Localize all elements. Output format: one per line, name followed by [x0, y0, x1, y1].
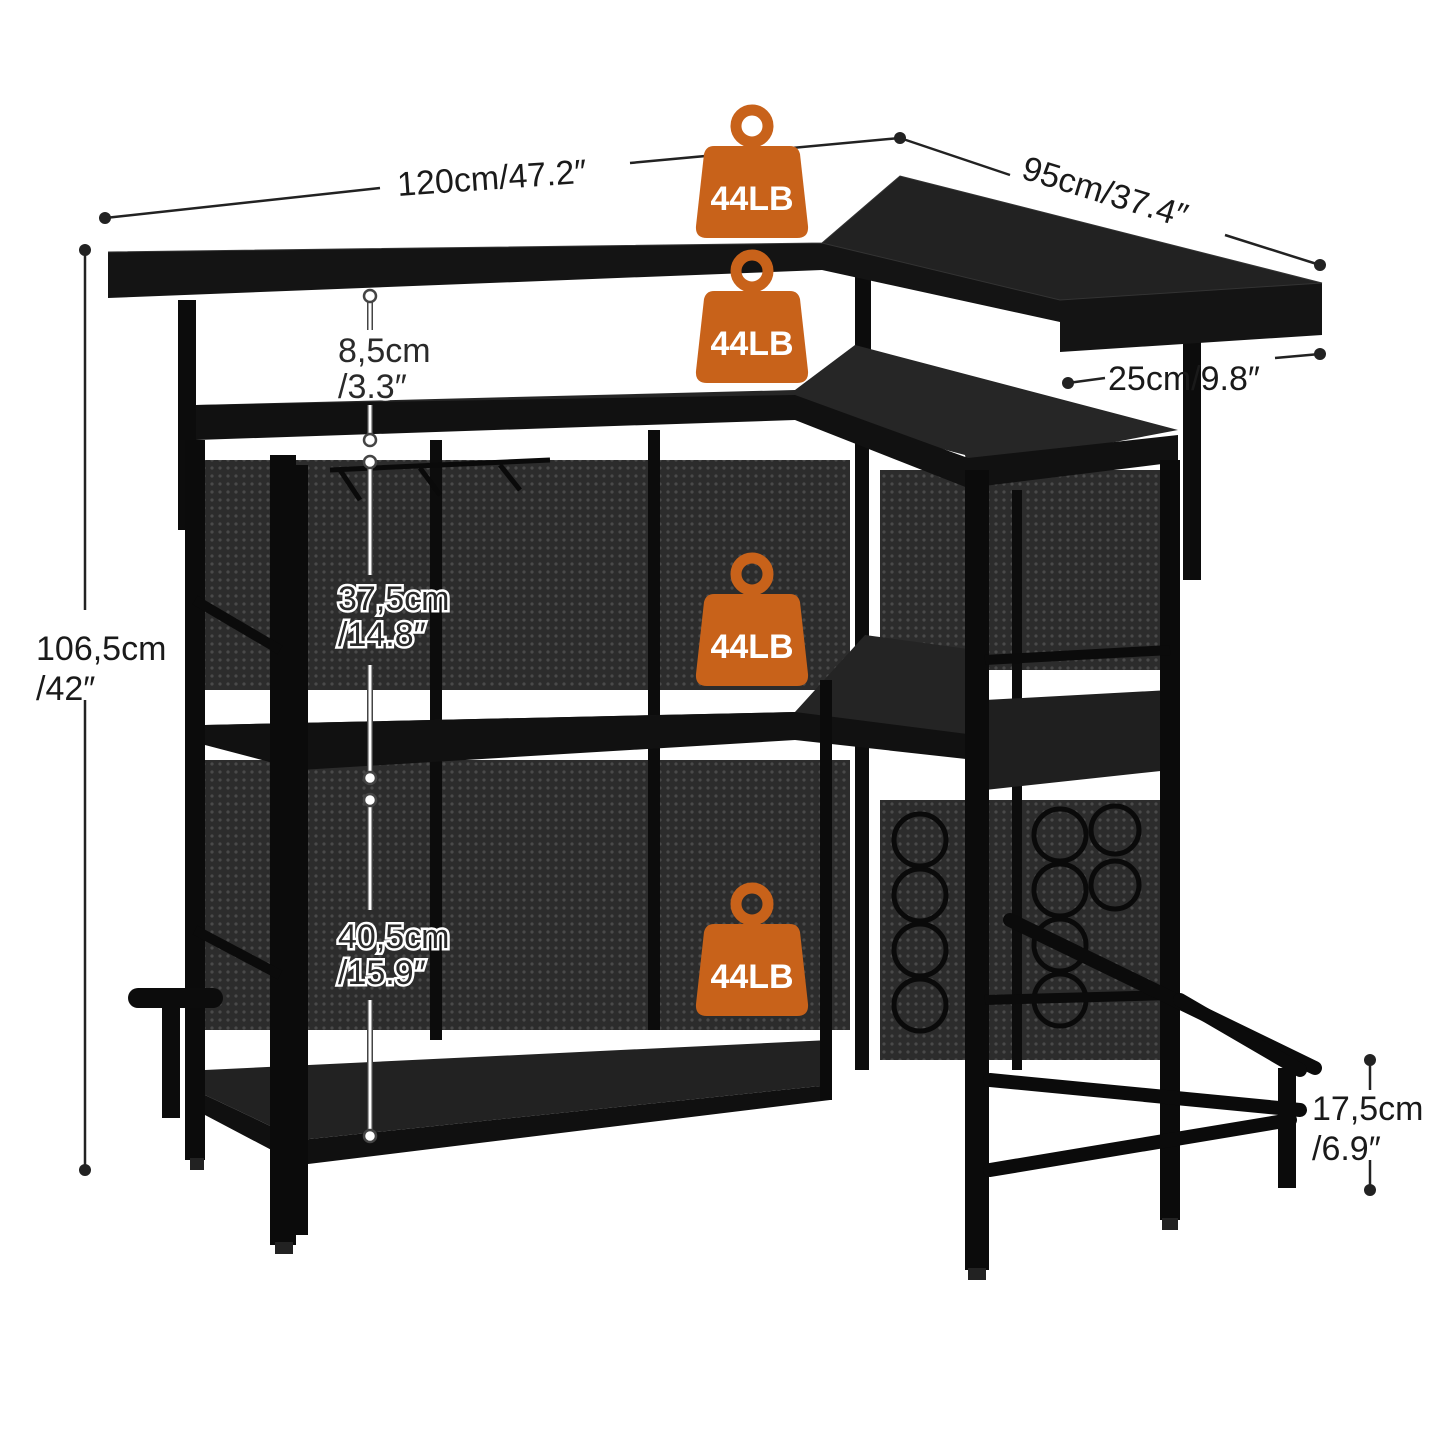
weight-badge-upper-shelf: 44LB — [696, 255, 808, 383]
footrest-height-label-in: /6.9″ — [1312, 1130, 1381, 1168]
right-footrest-leg — [1278, 1068, 1296, 1188]
top-gap-label-cm: 8,5cm — [338, 332, 431, 370]
weight-badge-label: 44LB — [710, 325, 793, 363]
weight-badge-top-counter: 44LB — [696, 110, 808, 238]
side-depth-label: 25cm/9.8″ — [1108, 360, 1260, 398]
weight-badge-middle-shelf: 44LB — [696, 558, 808, 686]
side-rails — [192, 595, 1171, 1005]
upper-gap-label-cm: 37,5cm — [338, 580, 450, 618]
right-footrest — [983, 913, 1322, 1177]
glass-holder-rack — [329, 457, 551, 502]
weight-badge-label: 44LB — [710, 180, 793, 218]
lower-gap-label-cm: 40,5cm — [338, 918, 450, 956]
wine-rack — [891, 803, 1142, 1034]
left-footrest — [128, 988, 223, 1118]
bottom-shelf — [205, 1040, 830, 1165]
frame-legs — [185, 440, 1180, 1270]
interior-height-gauge — [362, 288, 378, 1144]
top-counter — [107, 175, 1323, 352]
lower-gap-label-in: /15.9″ — [338, 954, 426, 992]
footrest-height-label-cm: 17,5cm — [1312, 1090, 1424, 1128]
upper-shelf — [196, 345, 1178, 488]
top-gap-label-in: /3.3″ — [338, 368, 407, 406]
upper-gap-label-in: /14.8″ — [338, 616, 426, 654]
dimension-lines — [79, 132, 1376, 1196]
middle-shelf — [205, 635, 1170, 790]
weight-badge-label: 44LB — [710, 628, 793, 666]
weight-icon — [696, 110, 808, 238]
height-label-in: /42″ — [36, 670, 95, 708]
width-label: 120cm/47.2″ — [396, 153, 588, 204]
height-label-cm: 106,5cm — [36, 630, 166, 668]
feet — [190, 1158, 1178, 1280]
weight-badge-bottom-shelf: 44LB — [696, 888, 808, 1016]
weight-badge-label: 44LB — [710, 958, 793, 996]
